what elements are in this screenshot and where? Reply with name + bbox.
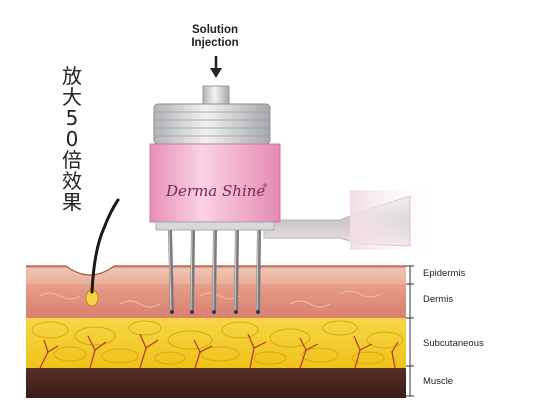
needle-tips	[170, 310, 260, 314]
layer-label-epidermis: Epidermis	[423, 268, 466, 279]
blood-vessels	[39, 333, 399, 369]
magnification-caption: 放 大 5 0 倍 效 果	[62, 64, 82, 214]
callout-line-2: Injection	[191, 37, 239, 49]
device-brand-mark: ®	[262, 183, 268, 190]
injection-arrow	[210, 56, 222, 78]
microneedle-device: Derma Shine ®	[149, 85, 440, 314]
device-thread-ring	[153, 103, 271, 145]
layer-label-muscle: Muscle	[423, 376, 454, 387]
solution-injection-label: Solution Injection	[168, 24, 262, 50]
device-pink-body	[149, 143, 281, 223]
device-top-cap	[202, 85, 230, 107]
skin-surface	[26, 265, 406, 276]
callout-line-1: Solution	[192, 24, 238, 36]
layer-scale	[406, 265, 414, 397]
needles	[168, 229, 261, 313]
subcutaneous-layer	[26, 316, 406, 368]
device-brand: Derma Shine	[165, 182, 265, 200]
muscle-layer	[26, 366, 406, 398]
fat-cells	[31, 320, 404, 365]
tube-fade	[350, 190, 440, 250]
needle-base	[155, 221, 275, 231]
layer-label-subcutaneous: Subcutaneous	[423, 338, 484, 349]
hair-follicle	[85, 198, 120, 307]
thread-lines	[156, 111, 268, 137]
layer-label-dermis: Dermis	[423, 294, 454, 305]
